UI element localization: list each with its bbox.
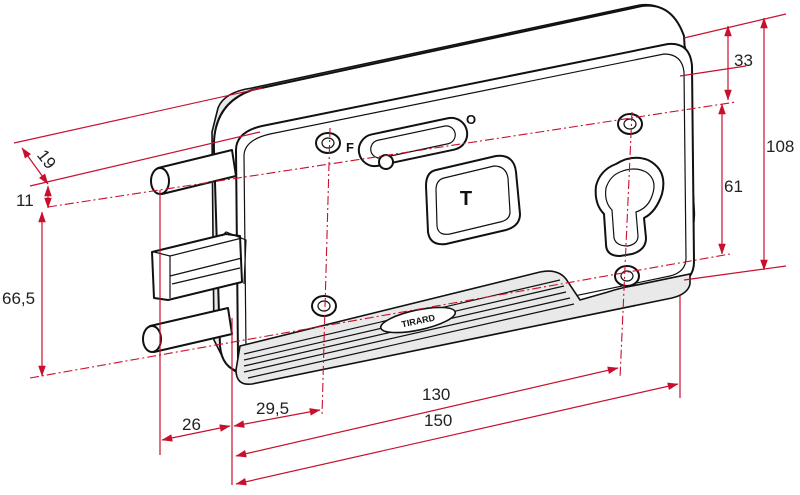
dim-label-11: 11 — [16, 191, 34, 210]
bolt-slot-inner — [370, 125, 456, 159]
dead-bolt — [151, 231, 247, 301]
bolt-open-mark: O — [466, 112, 476, 127]
mounting-hole-top-left — [315, 132, 341, 154]
dimension-labels: 19 11 66,5 33 61 108 26 29,5 130 150 — [2, 51, 794, 434]
euro-keyhole-inner — [605, 168, 655, 247]
bolt-closed-mark: F — [346, 140, 354, 155]
pin-top — [150, 149, 237, 195]
dim-label-61: 61 — [724, 177, 743, 196]
key-cylinder-face — [435, 165, 511, 235]
brand-badge — [379, 306, 457, 334]
dim-label-33: 33 — [734, 51, 753, 70]
dim-label-26: 26 — [182, 415, 201, 434]
euro-keyhole — [594, 156, 665, 257]
dim-label-108: 108 — [766, 137, 794, 156]
bolt-knob — [378, 154, 394, 170]
dim-label-29-5: 29,5 — [256, 399, 289, 418]
mounting-hole-bottom-right — [614, 265, 640, 287]
key-cylinder-housing — [425, 154, 521, 246]
key-cylinder-letter: T — [460, 188, 472, 210]
dim-line-19 — [21, 147, 49, 185]
dim-label-130: 130 — [422, 385, 450, 404]
lock-plate-inset — [243, 53, 687, 363]
dim-label-66-5: 66,5 — [2, 289, 35, 308]
dim-line-26 — [161, 424, 231, 442]
pin-bottom — [142, 307, 233, 353]
dimension-lines — [13, 13, 787, 486]
lock-body: TIRARD F O T — [142, 3, 696, 386]
mounting-hole-bottom-left — [311, 295, 337, 317]
dim-line-150 — [235, 382, 679, 486]
dim-label-150: 150 — [424, 411, 452, 430]
